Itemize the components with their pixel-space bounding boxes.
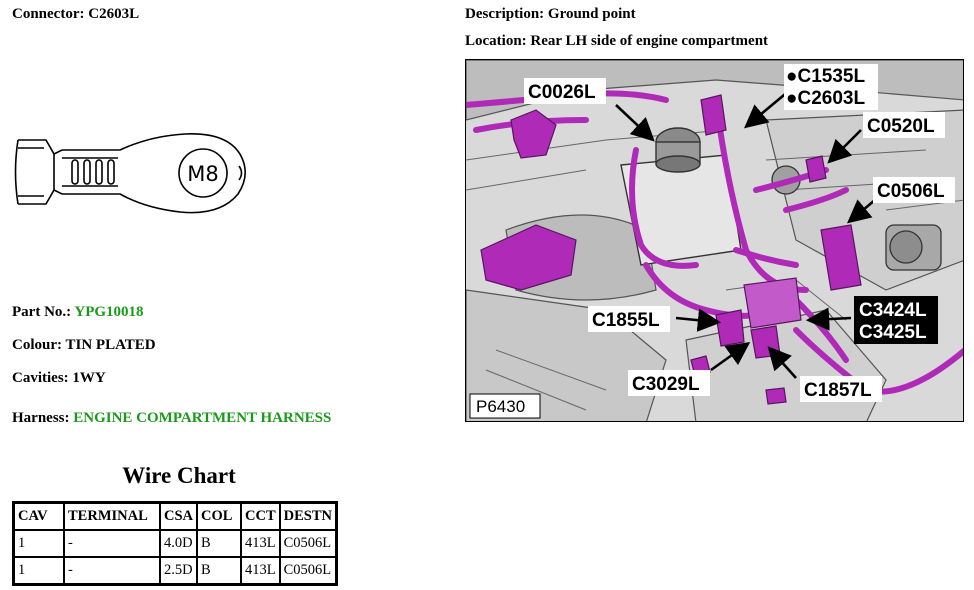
wire-chart-table: CAV TERMINAL CSA COL CCT DESTN 1 - 4.0D …	[12, 501, 338, 586]
location-label: Location:	[465, 33, 527, 49]
column-header: TERMINAL	[63, 501, 161, 531]
part-number-label: Part No.:	[12, 304, 72, 320]
colour-label: Colour:	[12, 337, 62, 353]
wire-chart-title: Wire Chart	[122, 463, 236, 488]
description-line: Description: Ground point	[465, 6, 636, 23]
cell-csa: 4.0D	[158, 529, 199, 558]
part-number-link[interactable]: YPG10018	[74, 304, 144, 320]
connector-label: Connector:	[12, 6, 85, 22]
cell-csa: 2.5D	[158, 556, 199, 586]
callout-c1857l: C1857L	[804, 380, 872, 401]
part-number-line: Part No.: YPG10018	[12, 304, 144, 321]
callout-c1535l: ●C1535L	[786, 66, 865, 87]
engine-bay-illustration: C0026L ●C1535L ●C2603L C0520L C0506L C18…	[466, 60, 963, 421]
column-header: CSA	[158, 501, 199, 531]
description-label: Description:	[465, 6, 545, 22]
cell-cct: 413L	[240, 556, 281, 586]
cell-destn: C0506L	[278, 529, 338, 558]
cell-cct: 413L	[240, 529, 281, 558]
connector-value: C2603L	[88, 6, 140, 22]
location-value: Rear LH side of engine compartment	[530, 33, 769, 49]
callout-c3029l: C3029L	[632, 374, 700, 395]
table-row: 1 - 2.5D B 413L C0506L	[12, 556, 338, 586]
colour-value: TIN PLATED	[65, 337, 156, 353]
terminal-marking: M8	[187, 162, 218, 186]
cell-col: B	[196, 529, 243, 558]
column-header: COL	[196, 501, 243, 531]
column-header: DESTN	[278, 501, 338, 531]
cell-cav: 1	[12, 556, 65, 586]
callout-c3424l: C3424L	[859, 300, 927, 321]
cavities-line: Cavities: 1WY	[12, 370, 106, 387]
callout-c0026l: C0026L	[528, 82, 596, 103]
callout-c3425l: C3425L	[859, 322, 927, 343]
cell-terminal: -	[63, 529, 161, 558]
cell-cav: 1	[12, 529, 65, 558]
colour-line: Colour: TIN PLATED	[12, 337, 156, 354]
column-header: CAV	[12, 501, 65, 531]
cavities-label: Cavities:	[12, 370, 69, 386]
description-value: Ground point	[547, 6, 636, 22]
cell-destn: C0506L	[278, 556, 338, 586]
ring-terminal-drawing: M8	[14, 133, 246, 214]
callout-c0520l: C0520L	[867, 116, 935, 137]
wire-chart-header-row: CAV TERMINAL CSA COL CCT DESTN	[12, 501, 338, 531]
harness-label: Harness:	[12, 410, 70, 426]
callout-c2603l: ●C2603L	[786, 88, 865, 109]
photo-id: P6430	[476, 397, 525, 416]
connector-line: Connector: C2603L	[12, 6, 139, 23]
location-photo: C0026L ●C1535L ●C2603L C0520L C0506L C18…	[465, 59, 964, 422]
cell-terminal: -	[63, 556, 161, 586]
column-header: CCT	[240, 501, 281, 531]
callout-c1855l: C1855L	[592, 310, 660, 331]
cell-col: B	[196, 556, 243, 586]
harness-link[interactable]: ENGINE COMPARTMENT HARNESS	[73, 410, 332, 426]
harness-line: Harness: ENGINE COMPARTMENT HARNESS	[12, 410, 331, 427]
table-row: 1 - 4.0D B 413L C0506L	[12, 529, 338, 558]
callout-c0506l: C0506L	[877, 181, 945, 202]
cavities-value: 1WY	[72, 370, 106, 386]
location-line: Location: Rear LH side of engine compart…	[465, 33, 768, 50]
